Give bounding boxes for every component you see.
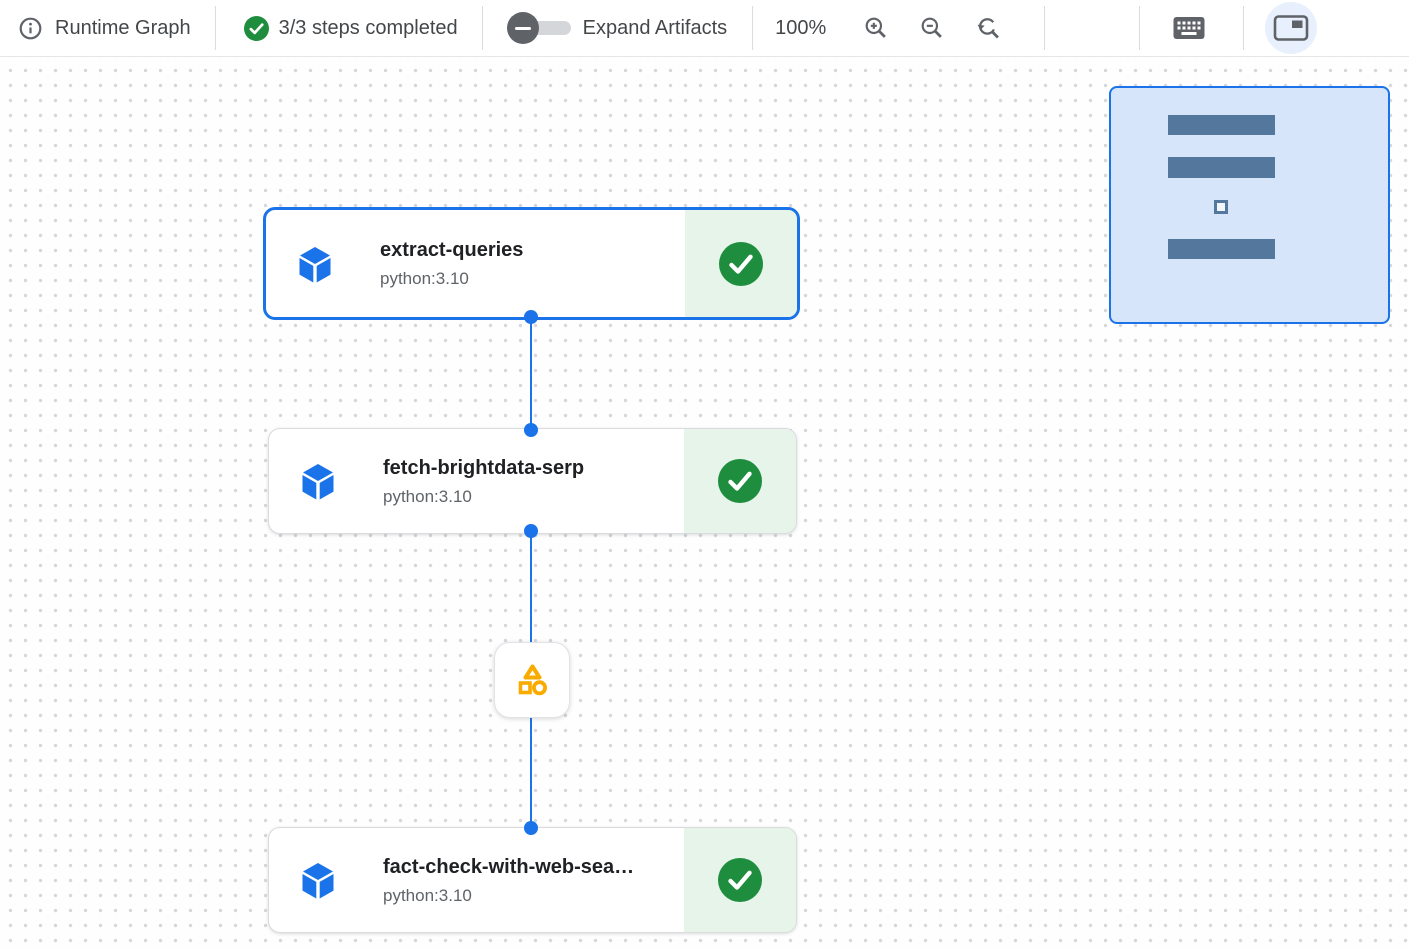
step-node-fact-check-with-web-search[interactable]: fact-check-with-web-sea… python:3.10 — [268, 827, 797, 933]
expand-artifacts-toggle[interactable] — [506, 12, 573, 44]
minimap-artifact-marker — [1214, 200, 1228, 214]
zoom-reset-icon[interactable] — [975, 15, 1002, 42]
toolbar-divider — [1243, 6, 1245, 50]
minimap-toggle-button[interactable] — [1265, 2, 1318, 54]
graph-canvas[interactable]: extract-queries python:3.10 fetch-bright… — [0, 57, 1409, 950]
zoom-in-icon[interactable] — [863, 15, 889, 41]
edge-connector-dot — [524, 524, 538, 538]
node-status-panel — [684, 429, 796, 533]
node-title: fetch-brightdata-serp — [383, 456, 585, 479]
toggle-knob — [506, 12, 539, 44]
status-success-icon — [719, 241, 763, 286]
minimap-panel[interactable] — [1109, 86, 1390, 324]
keyboard-shortcuts-icon[interactable] — [1172, 15, 1206, 41]
node-status-panel — [684, 828, 796, 932]
node-title: fact-check-with-web-sea… — [383, 855, 635, 878]
node-subtitle: python:3.10 — [383, 885, 472, 905]
step-node-extract-queries[interactable]: extract-queries python:3.10 — [263, 207, 800, 320]
component-cube-icon — [298, 461, 338, 501]
status-success-icon — [718, 858, 762, 902]
minimap-node-bar — [1168, 239, 1275, 259]
node-main: extract-queries python:3.10 — [266, 210, 685, 317]
toolbar-divider — [752, 6, 754, 50]
info-icon[interactable] — [18, 16, 43, 41]
zoom-out-icon[interactable] — [919, 15, 945, 41]
steps-completed-status: 3/3 steps completed — [278, 16, 458, 39]
minimap-node-bar — [1168, 115, 1275, 135]
node-status-panel — [685, 210, 797, 317]
node-subtitle: python:3.10 — [383, 486, 472, 506]
edge-connector-dot — [524, 423, 538, 437]
zoom-level-value: 100% — [775, 16, 827, 39]
component-cube-icon — [298, 860, 338, 900]
toolbar-divider — [481, 6, 483, 50]
minimap-node-bar — [1168, 157, 1275, 178]
node-main: fact-check-with-web-sea… python:3.10 — [269, 828, 684, 932]
edge-connector-dot — [524, 821, 538, 835]
node-title: extract-queries — [380, 239, 524, 261]
node-text: extract-queries python:3.10 — [380, 237, 535, 290]
toolbar-divider — [214, 6, 216, 50]
edge-line — [530, 317, 532, 430]
expand-artifacts-label: Expand Artifacts — [582, 16, 728, 39]
edge-connector-dot — [524, 310, 538, 324]
minus-icon — [514, 26, 531, 30]
toolbar-divider — [1044, 6, 1046, 50]
node-main: fetch-brightdata-serp python:3.10 — [269, 429, 684, 533]
step-node-fetch-brightdata-serp[interactable]: fetch-brightdata-serp python:3.10 — [268, 428, 797, 534]
page-title: Runtime Graph — [55, 16, 191, 39]
node-text: fact-check-with-web-sea… python:3.10 — [383, 854, 646, 907]
steps-check-circle-icon — [243, 15, 269, 41]
node-text: fetch-brightdata-serp python:3.10 — [383, 455, 596, 508]
minimap-icon — [1273, 15, 1309, 41]
artifact-shapes-icon — [518, 664, 547, 696]
node-subtitle: python:3.10 — [380, 269, 469, 288]
artifact-group-node[interactable] — [494, 642, 570, 718]
component-cube-icon — [295, 244, 335, 284]
toolbar-divider — [1139, 6, 1141, 50]
graph-toolbar: Runtime Graph 3/3 steps completed Expand… — [0, 0, 1409, 57]
status-success-icon — [718, 459, 762, 503]
